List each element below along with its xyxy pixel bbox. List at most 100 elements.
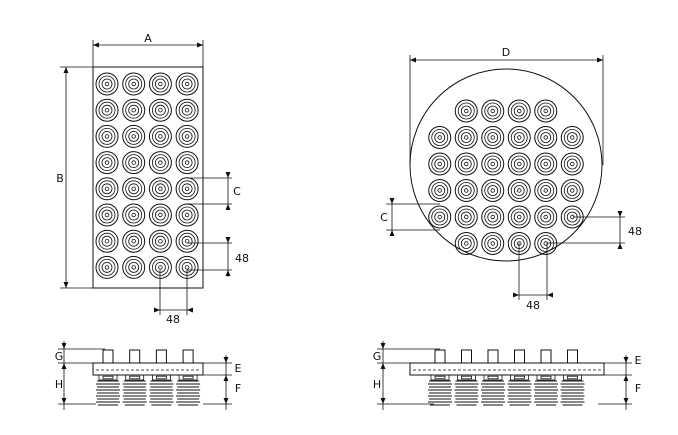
side-left-plate [92, 362, 204, 376]
suction-cup [481, 232, 505, 255]
suction-cup [454, 205, 478, 229]
round-plate-view: D C 48 48 [380, 46, 642, 312]
suction-cup [122, 124, 146, 148]
suction-cup [507, 99, 531, 123]
suction-cup [534, 179, 558, 202]
suction-cup [534, 99, 558, 123]
suction-cup [95, 177, 119, 201]
dim-h-right: H [373, 363, 434, 410]
suction-cup [148, 203, 172, 227]
rect-cup-grid [95, 72, 199, 279]
suction-cup [534, 205, 558, 229]
cup-stem [567, 349, 578, 364]
label-48-h-rect: 48 [166, 313, 180, 326]
dim-48-vertical-round: 48 [547, 211, 642, 249]
cup-stem [540, 349, 552, 364]
rect-plate-view: A B C 48 [56, 32, 249, 326]
bellows-cup [454, 374, 479, 406]
suction-cup [148, 72, 172, 96]
label-a: A [144, 32, 152, 45]
cup-stem [434, 349, 446, 364]
label-b: B [56, 172, 64, 185]
bellows-cup [533, 374, 559, 406]
label-48-v-rect: 48 [235, 252, 249, 265]
dim-width-a: A [92, 32, 204, 67]
suction-cup [122, 203, 146, 227]
suction-cup [148, 229, 172, 253]
dim-48-vertical-rect: 48 [187, 237, 249, 277]
dim-48-horizontal-round: 48 [513, 243, 553, 312]
suction-cup [175, 72, 199, 96]
dim-height-b: B [56, 66, 93, 289]
suction-cup [428, 152, 452, 176]
suction-cup [95, 229, 119, 253]
suction-cup [454, 99, 478, 123]
suction-cup [122, 72, 146, 96]
suction-cup [428, 205, 452, 229]
label-f-left: F [235, 382, 241, 395]
suction-cup [481, 99, 505, 123]
suction-cup [428, 179, 452, 202]
bellows-cup [560, 374, 585, 406]
suction-cup [122, 177, 146, 201]
suction-cup [175, 177, 199, 201]
bellows-cup [427, 374, 453, 406]
suction-cup [95, 124, 119, 148]
cup-stem [155, 349, 167, 364]
dim-e-left: E [203, 355, 242, 383]
suction-cup [481, 152, 505, 176]
suction-cup [481, 179, 505, 202]
dim-g-left: G [55, 341, 105, 371]
suction-cup [560, 152, 584, 176]
suction-cup [95, 98, 119, 122]
suction-cup [560, 179, 584, 202]
dim-h-left: H [55, 363, 96, 410]
suction-cup [534, 232, 558, 255]
cup-stem [182, 349, 194, 364]
bellows-cup [175, 374, 201, 406]
label-48-h-round: 48 [526, 299, 540, 312]
label-g-right: G [373, 350, 382, 363]
suction-cup [122, 255, 146, 279]
side-right-plate [409, 362, 605, 376]
dim-c-round: C [380, 198, 440, 236]
suction-cup [454, 179, 478, 202]
dim-f-left: F [203, 375, 241, 410]
dim-diameter-d: D [409, 46, 604, 165]
label-e-left: E [235, 362, 242, 375]
suction-cup [428, 126, 452, 149]
suction-cup [507, 126, 531, 149]
label-g-left: G [55, 350, 64, 363]
cup-stem [102, 349, 114, 364]
suction-cup [481, 126, 505, 149]
bellows-cup [122, 374, 148, 406]
suction-cup [148, 98, 172, 122]
suction-cup [122, 229, 146, 253]
suction-cup [507, 205, 531, 229]
suction-cup [95, 72, 119, 96]
side-right-cups [427, 349, 585, 406]
suction-cup [454, 232, 478, 255]
bellows-cup [480, 374, 506, 406]
suction-cup [454, 126, 478, 149]
label-48-v-round: 48 [628, 225, 642, 238]
cup-stem [514, 349, 525, 364]
label-c-round: C [380, 211, 388, 224]
suction-cup [534, 126, 558, 149]
suction-cup [148, 177, 172, 201]
dim-c-rect: C [187, 172, 241, 210]
suction-cup [507, 152, 531, 176]
suction-cup [95, 255, 119, 279]
suction-cup [148, 124, 172, 148]
bellows-cup [507, 374, 532, 406]
suction-cup [534, 152, 558, 176]
round-plate-outline [409, 68, 603, 262]
side-left-cups [95, 349, 201, 406]
suction-cup [95, 151, 119, 175]
dim-e-right: E [604, 354, 642, 383]
suction-cup [95, 203, 119, 227]
bellows-cup [148, 374, 174, 406]
dim-48-horizontal-rect: 48 [154, 270, 193, 326]
suction-cup [481, 205, 505, 229]
